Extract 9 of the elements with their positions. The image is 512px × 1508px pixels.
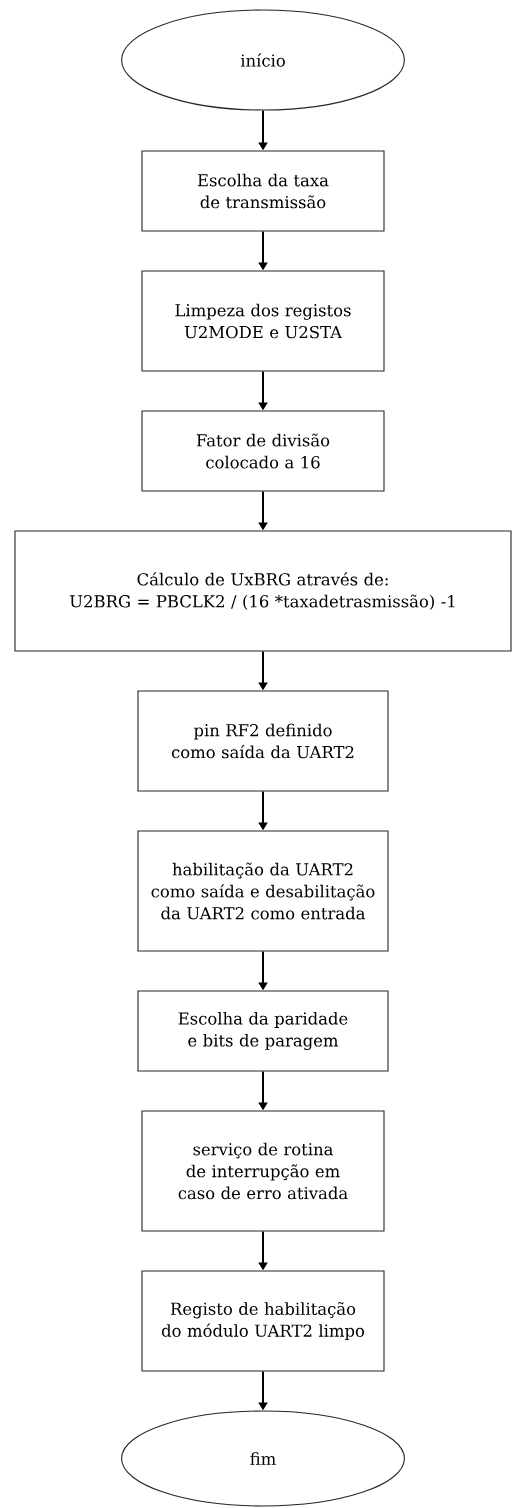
- process-box: Cálculo de UxBRG através de: U2BRG = PBCLK2 / (16 *taxadetrasmissão) -1: [14, 530, 512, 652]
- process-box: serviço de rotina de interrupção em caso de erro ativada: [141, 1110, 385, 1232]
- process-box: Fator de divisão colocado a 16: [141, 410, 385, 492]
- process-box: habilitação da UART2 como saída e desabilitação da UART2 como entrada: [137, 830, 389, 952]
- process-box: pin RF2 definido como saída da UART2: [137, 690, 389, 792]
- process-box: Registo de habilitação do módulo UART2 limpo: [141, 1270, 385, 1372]
- process-box: Escolha da taxa de transmissão: [141, 150, 385, 232]
- process-box: Escolha da paridade e bits de paragem: [137, 990, 389, 1072]
- process-box: Limpeza dos registos U2MODE e U2STA: [141, 270, 385, 372]
